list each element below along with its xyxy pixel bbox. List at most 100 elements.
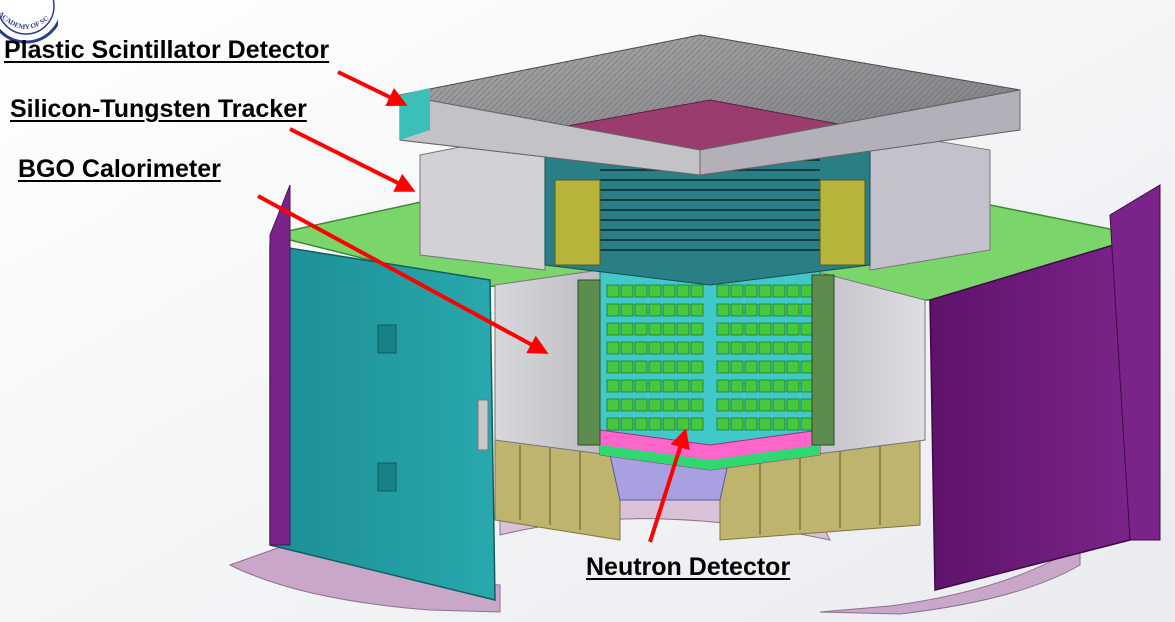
electronics-left [577, 279, 601, 446]
arrow-bgo [257, 194, 549, 354]
bgo-crystal-bar [662, 360, 676, 374]
bgo-crystal-bar [772, 417, 786, 431]
bgo-crystal-bar [758, 284, 772, 298]
bgo-crystal-bar [730, 303, 744, 317]
bgo-crystal-bar [606, 379, 620, 393]
bgo-crystal-bar [620, 284, 634, 298]
bgo-crystal-bar [676, 417, 690, 431]
bgo-crystal-bar [730, 379, 744, 393]
bgo-crystal-bar [606, 360, 620, 374]
teal-side-panel [269, 184, 496, 601]
bgo-crystal-bar [676, 379, 690, 393]
arrow-neutron [648, 428, 690, 543]
bgo-crystal-bar [730, 284, 744, 298]
bgo-crystal-bar [662, 341, 676, 355]
bgo-crystal-bar [634, 417, 648, 431]
bgo-crystal-bar [744, 303, 758, 317]
bgo-crystal-bar [676, 398, 690, 412]
support-frame [494, 439, 921, 541]
bgo-crystal-bar [758, 379, 772, 393]
bgo-crystal-bar [730, 398, 744, 412]
bgo-crystal-bar [662, 398, 676, 412]
bgo-crystal-bar [620, 322, 634, 336]
bgo-crystal-bar [772, 303, 786, 317]
bgo-crystal-bar [744, 417, 758, 431]
bgo-crystal-bar [676, 322, 690, 336]
bgo-crystal-bar [786, 322, 800, 336]
bgo-crystal-bar [620, 398, 634, 412]
bgo-crystal-bar [772, 341, 786, 355]
bgo-crystal-bar [744, 360, 758, 374]
bgo-crystal-bar [690, 379, 704, 393]
bgo-crystal-bar [716, 284, 730, 298]
bgo-crystal-bar [744, 398, 758, 412]
bgo-crystal-bar [662, 284, 676, 298]
bgo-crystal-bar [690, 322, 704, 336]
bgo-crystal-bar [744, 379, 758, 393]
bgo-crystal-bar [606, 417, 620, 431]
bgo-crystal-bar [648, 398, 662, 412]
bgo-crystal-bar [800, 379, 814, 393]
academy-seal-logo: ACADEMY OF SC [0, 0, 58, 44]
bgo-crystal-bar [772, 284, 786, 298]
bgo-crystal-bar [648, 417, 662, 431]
bgo-crystal-bar [786, 398, 800, 412]
bgo-crystal-bar [620, 417, 634, 431]
bgo-crystal-bar [730, 417, 744, 431]
purple-side-panel [929, 184, 1161, 591]
bgo-crystal-bar [800, 322, 814, 336]
bgo-crystal-bar [690, 303, 704, 317]
bgo-crystal-bar [690, 360, 704, 374]
bgo-crystal-bar [634, 398, 648, 412]
bgo-crystal-bar [676, 360, 690, 374]
label-bgo-calorimeter: BGO Calorimeter [18, 155, 221, 183]
bgo-crystal-bar [786, 303, 800, 317]
bgo-crystal-bar [730, 360, 744, 374]
bgo-crystal-bar [662, 379, 676, 393]
bgo-crystal-bar [606, 398, 620, 412]
bgo-crystal-bar [634, 322, 648, 336]
bgo-crystal-bar [606, 341, 620, 355]
bgo-crystal-bar [800, 360, 814, 374]
bgo-crystal-bar [606, 284, 620, 298]
bgo-crystal-bar [772, 398, 786, 412]
bgo-crystal-bar [620, 341, 634, 355]
bgo-crystal-bar [634, 341, 648, 355]
bgo-crystal-bar [648, 379, 662, 393]
bgo-crystal-bar [676, 303, 690, 317]
bgo-crystal-bar [772, 379, 786, 393]
label-plastic-scintillator-detector: Plastic Scintillator Detector [4, 36, 330, 64]
annotation-arrows [257, 70, 690, 543]
arrow-plastic-scintillator [337, 70, 408, 107]
arrow-silicon-tungsten [289, 127, 416, 192]
label-neutron-detector: Neutron Detector [586, 553, 791, 581]
bgo-crystal-bar [800, 398, 814, 412]
bgo-crystal-bar [662, 322, 676, 336]
bgo-crystal-bar [786, 379, 800, 393]
bgo-crystal-bar [620, 360, 634, 374]
bgo-crystal-bar [676, 284, 690, 298]
bgo-crystal-bar [648, 284, 662, 298]
bgo-crystal-bar [662, 417, 676, 431]
bgo-crystal-bar [758, 417, 772, 431]
bgo-crystal-bar [634, 379, 648, 393]
bgo-crystal-bar [648, 322, 662, 336]
bgo-crystal-bar [800, 341, 814, 355]
bgo-crystal-bar [716, 379, 730, 393]
bgo-crystal-bar [716, 398, 730, 412]
bgo-crystal-bar [772, 360, 786, 374]
bgo-crystal-bar [758, 322, 772, 336]
bgo-crystal-bar [716, 341, 730, 355]
bgo-crystal-bar [716, 360, 730, 374]
bgo-crystal-bar [786, 284, 800, 298]
plastic-scintillator-plate [399, 34, 1021, 176]
electronics-right [811, 274, 835, 446]
bgo-crystal-bar [690, 341, 704, 355]
bgo-crystal-bar [744, 322, 758, 336]
bgo-crystal-bar [634, 360, 648, 374]
bgo-crystal-bar [634, 284, 648, 298]
bgo-crystal-bar [606, 303, 620, 317]
bgo-crystal-bar [690, 284, 704, 298]
